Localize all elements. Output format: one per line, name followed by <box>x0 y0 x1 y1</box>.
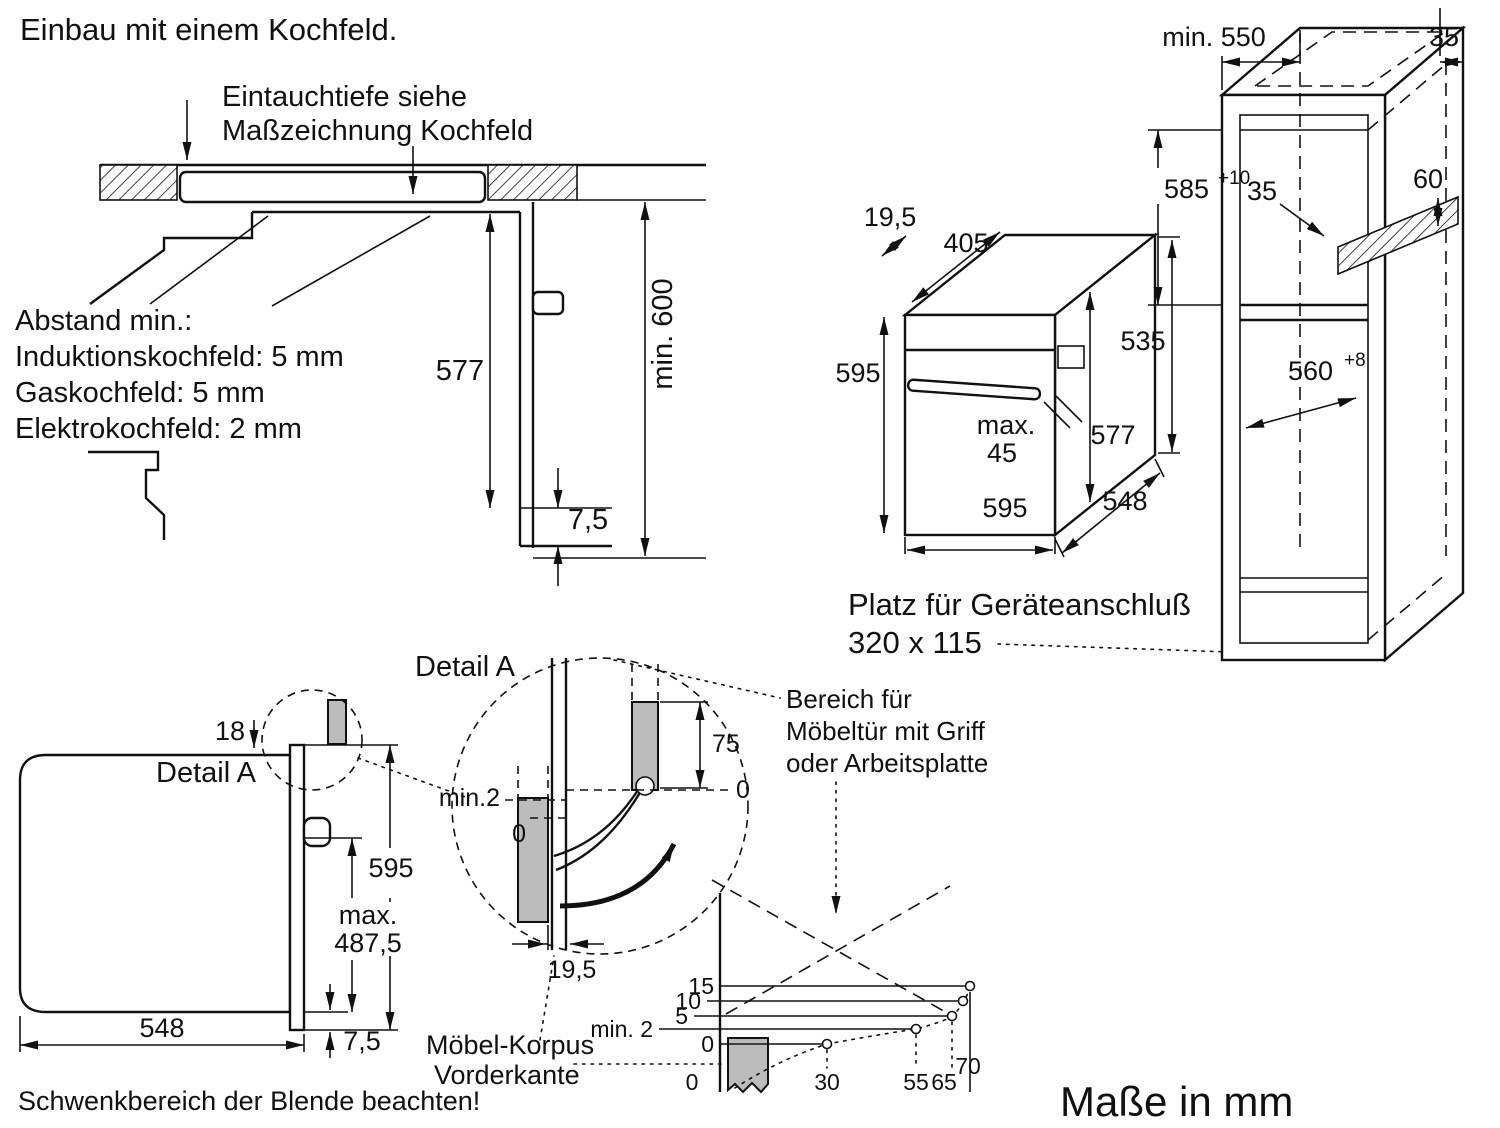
section-view: Eintauchtiefe siehe Maßzeichnung Kochfel… <box>15 81 706 586</box>
dim-45-label: 45 <box>987 438 1017 468</box>
footer-note: Schwenkbereich der Blende beachten! <box>18 1086 480 1116</box>
curve-point-55-2 <box>910 1023 922 1035</box>
dim-0-small-label: 0 <box>512 820 526 848</box>
dim-7-5-side-label: 7,5 <box>343 1026 381 1056</box>
y-label-0: 0 <box>701 1031 714 1057</box>
curve-point-68-10 <box>957 995 969 1007</box>
door-top-section <box>327 699 347 745</box>
platz-label-line2: 320 x 115 <box>848 625 982 660</box>
side-view: 18 Detail A 595 max. 487,5 7,5 548 <box>18 689 469 1058</box>
detail-a-circle <box>451 657 749 955</box>
x-label-0: 0 <box>686 1069 699 1095</box>
dim-35-top-label: 35 <box>1429 22 1459 52</box>
x-label-30: 30 <box>814 1069 840 1095</box>
dim-548-iso-label: 548 <box>1102 486 1147 516</box>
page-title: Einbau mit einem Kochfeld. <box>20 12 397 47</box>
cabinet-break-lower <box>88 450 166 540</box>
detail-a-marker-circle <box>261 689 363 791</box>
dim-595-side-label: 595 <box>368 853 413 883</box>
dim-min550-label: min. 550 <box>1162 22 1266 52</box>
bereich-note-line1: Bereich für <box>786 684 912 714</box>
label-mask <box>328 902 408 956</box>
dim-535-label: 535 <box>1120 326 1165 356</box>
y-label-10: 10 <box>675 988 701 1014</box>
oven-handle-section <box>531 290 565 316</box>
hinge-arm-2 <box>553 789 640 858</box>
detail-a-view: Detail A 75 0 min.2 0 19,5 Möbel-Korpus … <box>415 651 781 1090</box>
dim-max-side-label: max. <box>339 900 398 930</box>
dim-577-iso-label: 577 <box>1090 420 1135 450</box>
units-note: Maße in mm <box>1060 1078 1293 1125</box>
dim-60-label: 60 <box>1413 164 1443 194</box>
worktop-hatch-left <box>99 164 178 201</box>
swing-arrow <box>559 842 677 909</box>
x-label-70: 70 <box>955 1053 981 1079</box>
curve-point-30-0 <box>821 1038 833 1050</box>
cabinet-view: min. 550 35 585 +10 35 60 560 +8 <box>1148 8 1467 663</box>
dim-75-label: 75 <box>712 730 740 758</box>
y-label-min2: min. 2 <box>590 1016 653 1042</box>
dim-585-label: 585 <box>1164 174 1209 204</box>
dim-min2-label: min.2 <box>439 784 500 812</box>
dim-595-bottom-label: 595 <box>982 493 1027 523</box>
curve-point-65-5 <box>946 1010 958 1022</box>
oven-front-flange <box>288 743 306 1032</box>
dim-577-label: 577 <box>436 355 484 387</box>
dim-487-5-label: 487,5 <box>334 928 402 958</box>
callout-eintauchtiefe-line2: Maßzeichnung Kochfeld <box>222 115 533 147</box>
dim-max-label: max. <box>977 410 1036 440</box>
korpus-edge-section <box>727 1037 769 1094</box>
callout-eintauchtiefe-line1: Eintauchtiefe siehe <box>222 81 467 113</box>
dim-18-label: 18 <box>215 716 245 746</box>
furniture-door-open <box>517 797 549 923</box>
korpus-label-line2: Vorderkante <box>434 1060 580 1090</box>
oven-handle-iso <box>906 378 1042 401</box>
platz-label-line1: Platz für Geräteanschluß <box>848 587 1191 622</box>
x-label-55: 55 <box>903 1069 929 1095</box>
oven-body-side <box>18 753 292 1014</box>
hinge-pivot <box>635 776 655 796</box>
y-label-5: 5 <box>675 1003 688 1029</box>
dim-560-sup: +8 <box>1344 350 1366 371</box>
oven-front-face <box>903 313 1057 537</box>
swing-chart: Bereich für Möbeltür mit Griff oder Arbe… <box>590 684 988 1095</box>
abstand-gas: Gaskochfeld: 5 mm <box>15 377 265 409</box>
oven-handle-side <box>302 816 332 848</box>
bereich-note-line2: Möbeltür mit Griff <box>786 716 986 746</box>
cabinet-front-face <box>1220 93 1387 662</box>
hinge-arm-1 <box>555 783 647 872</box>
dim-560-label: 560 <box>1288 356 1333 386</box>
curve-point-70-15 <box>964 980 976 992</box>
x-label-65: 65 <box>931 1069 957 1095</box>
abstand-electric: Elektrokochfeld: 2 mm <box>15 413 302 445</box>
abstand-induction: Induktionskochfeld: 5 mm <box>15 341 344 373</box>
dim-405-label: 405 <box>943 228 988 258</box>
dim-595-left-label: 595 <box>835 358 880 388</box>
detail-a-title: Detail A <box>415 651 516 683</box>
dim-7-5-label: 7,5 <box>568 504 608 536</box>
connection-space-hatch <box>1337 195 1459 276</box>
iso-oven-view: 19,5 405 595 max. 45 577 535 595 548 Pla… <box>835 202 1403 660</box>
dim-548-side-label: 548 <box>139 1013 184 1043</box>
bereich-note-line3: oder Arbeitsplatte <box>786 748 988 778</box>
detail-a-ref-label: Detail A <box>156 757 257 789</box>
korpus-label-line1: Möbel-Korpus <box>426 1030 594 1060</box>
cabinet-right-face <box>1383 25 1465 663</box>
abstand-heading: Abstand min.: <box>15 305 192 337</box>
cooktop-profile <box>178 170 487 204</box>
dim-min600-label: min. 600 <box>647 278 679 389</box>
cabinet-break-upper <box>89 212 254 305</box>
dim-19-5-label: 19,5 <box>864 202 917 232</box>
dim-0-top-label: 0 <box>736 776 750 804</box>
dim-585-sup: +10 <box>1218 168 1250 189</box>
y-label-15: 15 <box>688 973 714 999</box>
cabinet-inner-frame <box>1239 114 1369 644</box>
hidden-top-opening <box>1252 31 1448 87</box>
oven-latch <box>1057 345 1085 369</box>
worktop-hatch-right <box>487 164 578 201</box>
dim-19-5-detail-label: 19,5 <box>548 956 597 984</box>
dim-35-mid-label: 35 <box>1247 176 1277 206</box>
